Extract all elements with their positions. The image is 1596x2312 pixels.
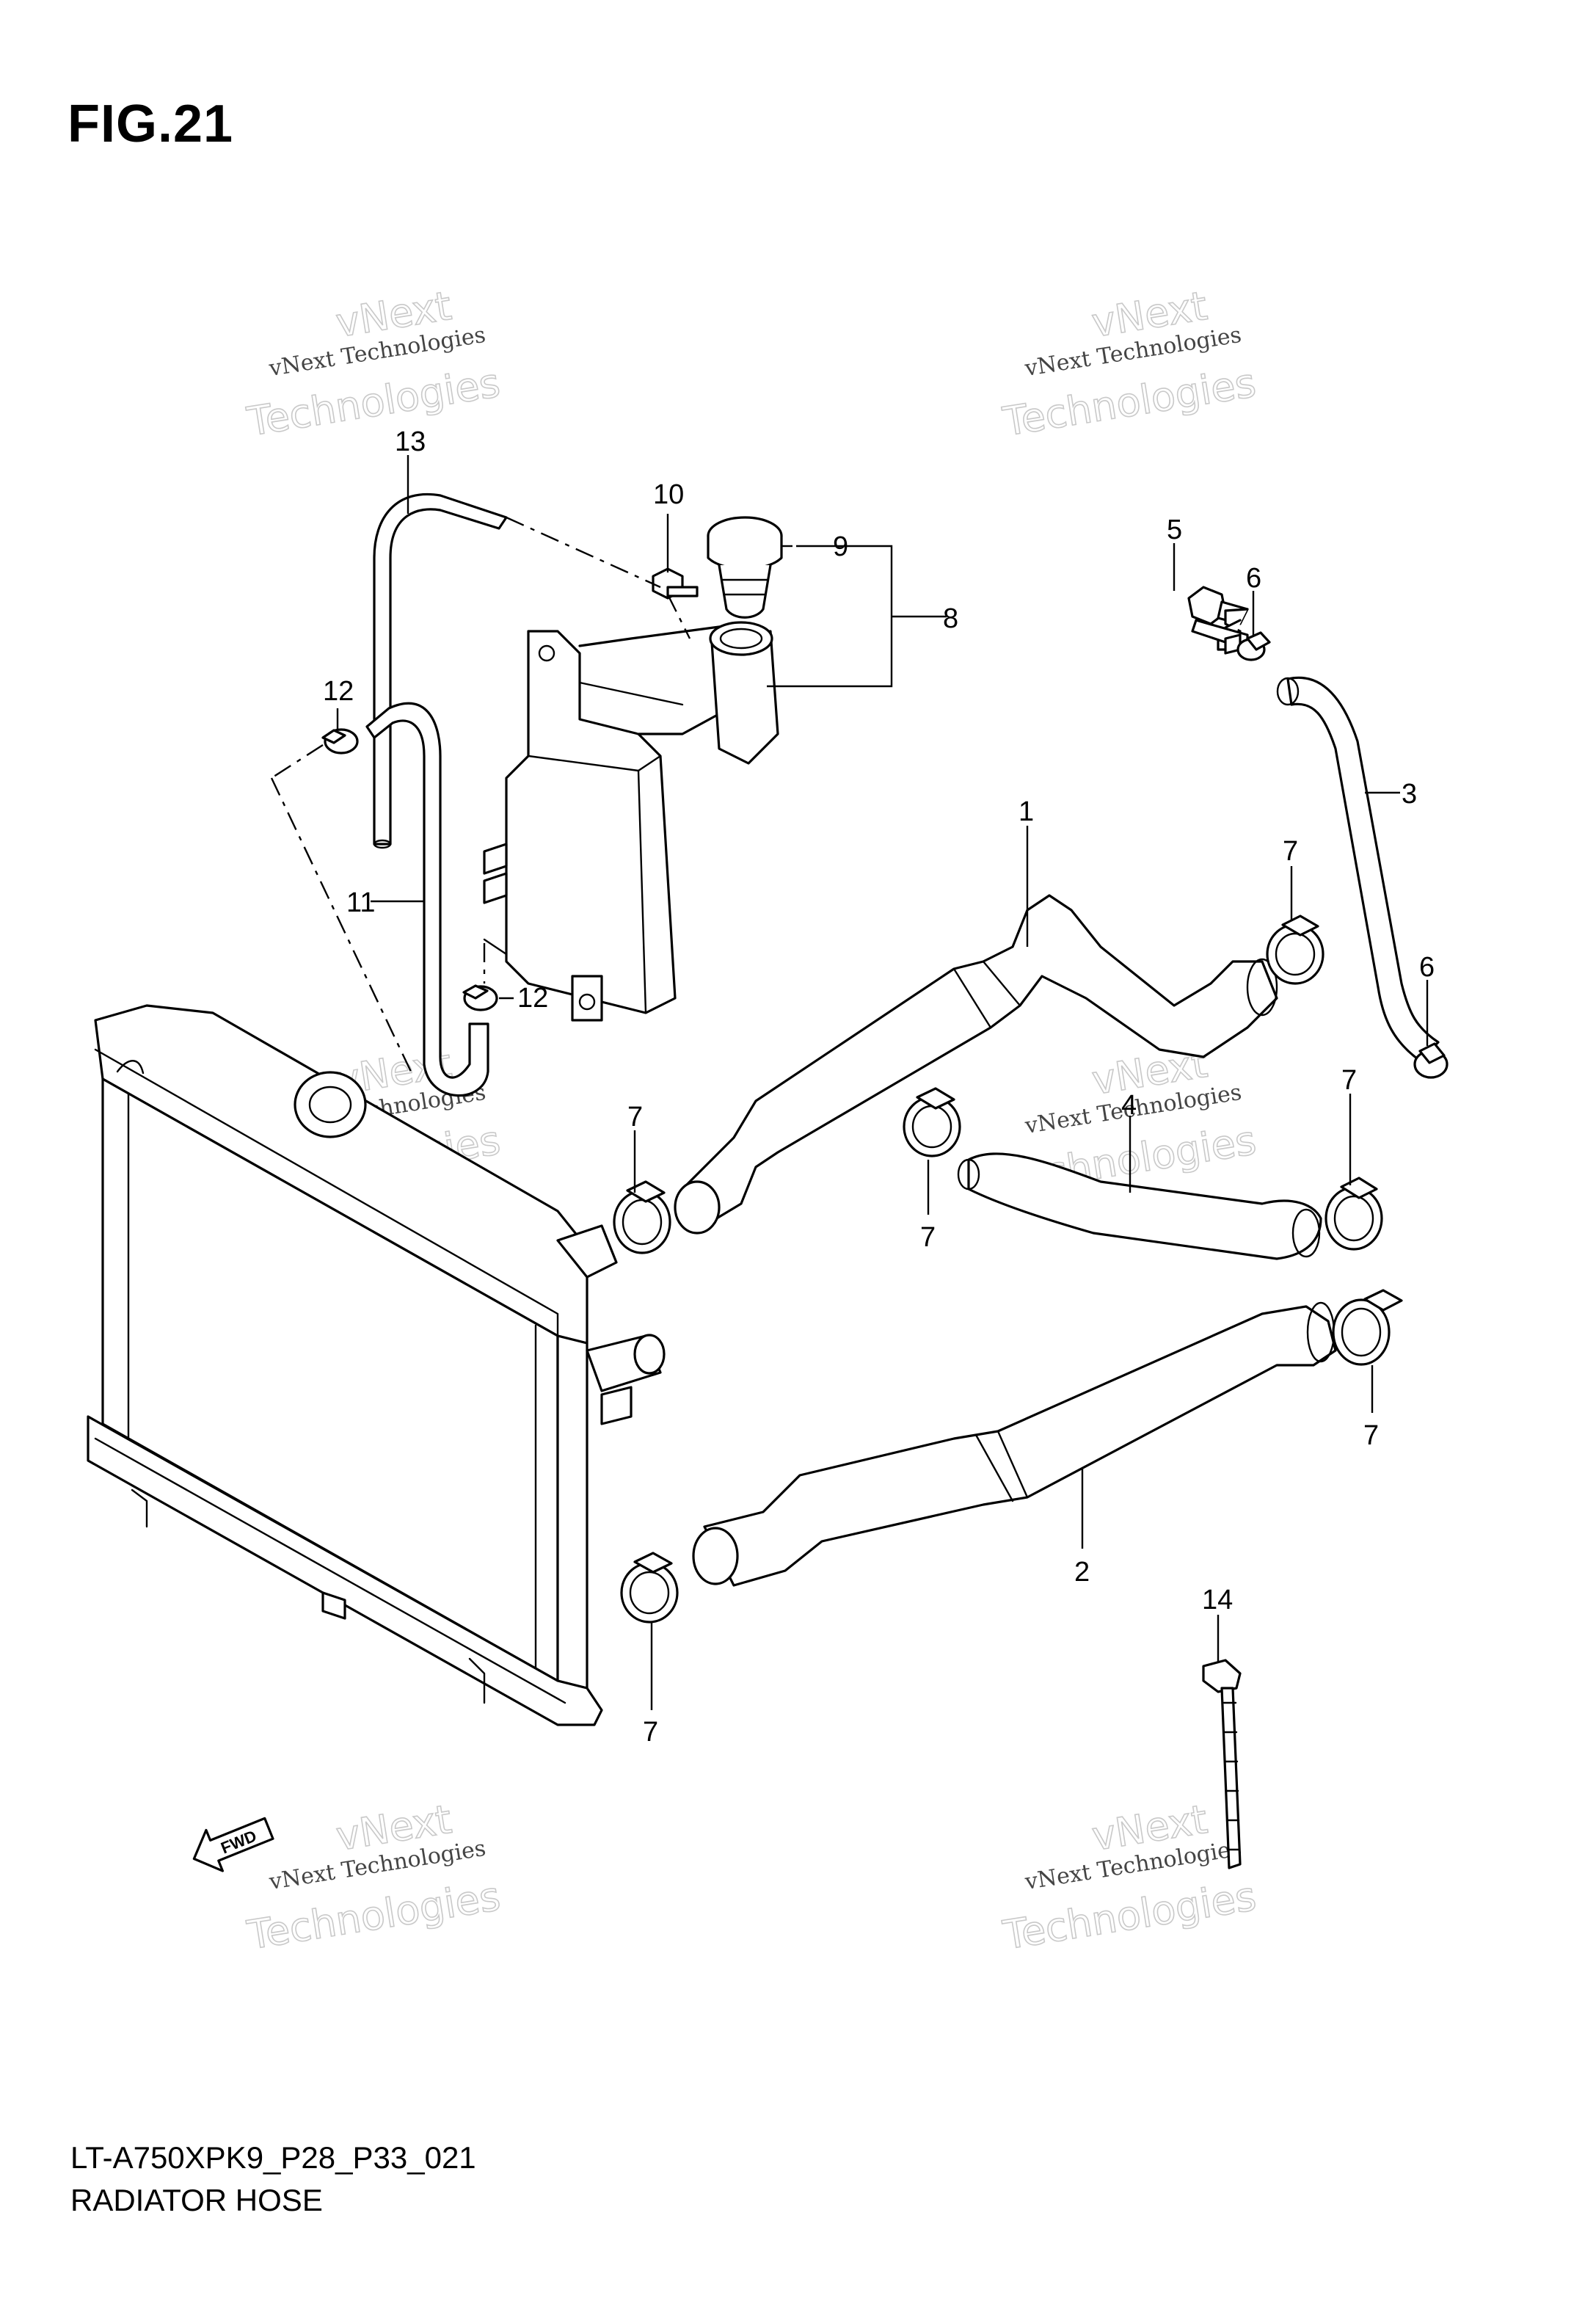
clamp-7-b bbox=[903, 1087, 961, 1157]
callout-12-lower: 12 bbox=[517, 983, 548, 1014]
cable-tie-14 bbox=[1202, 1659, 1242, 1869]
reservoir-tank bbox=[483, 621, 779, 1022]
callout-6-lower: 6 bbox=[1419, 952, 1435, 983]
watermark-top-left: vNext vNext Technologies Technologies bbox=[243, 282, 503, 446]
hose-11 bbox=[365, 702, 489, 1097]
callout-11: 11 bbox=[346, 887, 375, 918]
clamp-7-d bbox=[1324, 1177, 1383, 1251]
clamp-7-e bbox=[1332, 1289, 1403, 1366]
callout-3: 3 bbox=[1402, 779, 1417, 810]
callout-10: 10 bbox=[653, 479, 684, 510]
clamp-12-upper bbox=[321, 728, 359, 755]
callout-12-upper: 12 bbox=[323, 676, 354, 707]
reservoir-cap bbox=[707, 516, 783, 619]
watermark-bottom-right: vNext vNext Technologies Technologies bbox=[999, 1795, 1260, 1959]
callout-7-f: 7 bbox=[643, 1717, 658, 1748]
callout-2: 2 bbox=[1074, 1557, 1090, 1588]
fitting-5 bbox=[1187, 586, 1249, 655]
hose-3 bbox=[1276, 676, 1440, 1062]
clamp-6-upper bbox=[1236, 631, 1271, 661]
callout-4: 4 bbox=[1121, 1090, 1137, 1121]
callout-1: 1 bbox=[1019, 796, 1034, 827]
clamp-6-lower bbox=[1413, 1042, 1449, 1079]
callout-7-b: 7 bbox=[920, 1222, 936, 1253]
hose-2 bbox=[692, 1301, 1337, 1587]
clamp-7-f bbox=[620, 1552, 679, 1624]
hose-1 bbox=[674, 894, 1278, 1235]
watermark-top-right: vNext vNext Technologies Technologies bbox=[999, 282, 1259, 446]
hose-4 bbox=[957, 1152, 1322, 1260]
radiator bbox=[87, 1004, 666, 1726]
callout-numbers: 13 10 9 8 5 6 12 3 1 7 11 6 12 7 7 4 7 7… bbox=[323, 426, 1435, 1748]
figure-title: FIG.21 bbox=[68, 95, 234, 153]
fwd-arrow-icon: FWD bbox=[192, 1817, 274, 1872]
hose-13 bbox=[373, 492, 508, 849]
callout-7-a: 7 bbox=[627, 1102, 643, 1133]
callout-7-d: 7 bbox=[1341, 1065, 1357, 1096]
clamp-7-c bbox=[1266, 915, 1324, 985]
clamp-7-a bbox=[613, 1180, 671, 1254]
callout-13: 13 bbox=[395, 426, 426, 457]
callout-5: 5 bbox=[1167, 515, 1182, 545]
callout-9: 9 bbox=[833, 531, 848, 562]
leader-lines bbox=[270, 455, 1429, 1710]
callout-14: 14 bbox=[1202, 1585, 1233, 1615]
bolt-10 bbox=[652, 567, 699, 600]
callout-6-upper: 6 bbox=[1246, 563, 1261, 594]
clamp-12-lower bbox=[462, 984, 498, 1011]
figure-caption: RADIATOR HOSE bbox=[70, 2183, 323, 2217]
watermark-bottom-left: vNext vNext Technologies Technologies bbox=[244, 1795, 504, 1959]
callout-7-c: 7 bbox=[1283, 836, 1298, 867]
model-code: LT-A750XPK9_P28_P33_021 bbox=[70, 2140, 476, 2175]
callout-8: 8 bbox=[943, 603, 958, 634]
callout-7-e: 7 bbox=[1363, 1420, 1379, 1451]
